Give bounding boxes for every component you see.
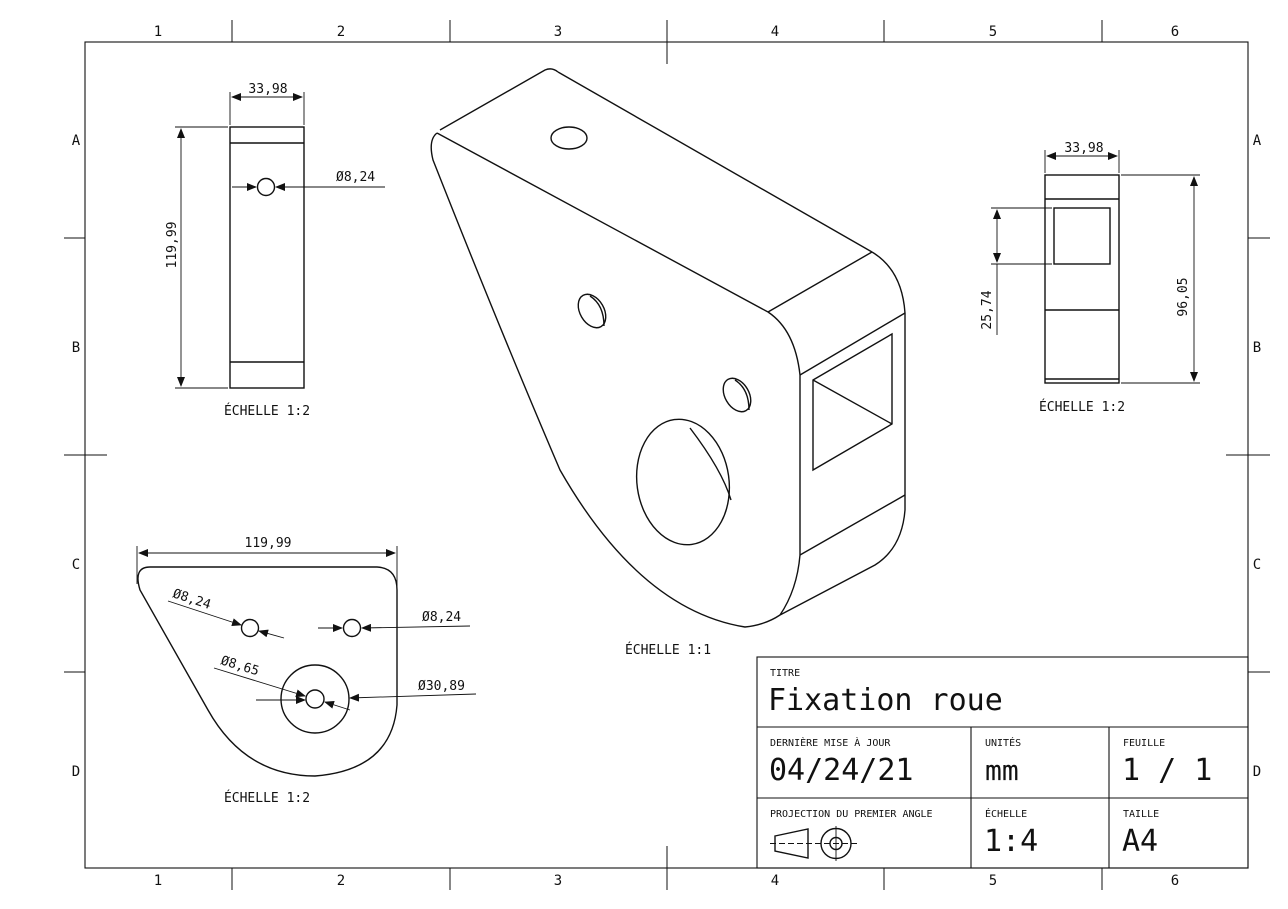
row-label-a-right: A: [1253, 133, 1262, 149]
side-view-scale: ÉCHELLE 1:2: [1039, 399, 1125, 415]
top-view: [136, 546, 477, 777]
scale-value: 1:4: [984, 824, 1038, 859]
units-value: mm: [985, 754, 1019, 787]
size-value: A4: [1122, 824, 1158, 859]
front-width-dim: 33,98: [248, 82, 287, 97]
side-view: [991, 150, 1200, 384]
col-label-4-bottom: 4: [771, 873, 779, 889]
col-label-1: 1: [154, 24, 162, 40]
col-label-3-bottom: 3: [554, 873, 562, 889]
first-angle-projection-icon: [770, 826, 858, 861]
front-height-dim: 119,99: [165, 222, 180, 269]
front-view-scale: ÉCHELLE 1:2: [224, 403, 310, 419]
top-circle-dim: Ø30,89: [418, 679, 465, 694]
col-label-1-bottom: 1: [154, 873, 162, 889]
top-width-dim: 119,99: [245, 536, 292, 551]
units-label: UNITÉS: [985, 736, 1021, 749]
scale-label: ÉCHELLE: [985, 807, 1027, 820]
front-hole-dim: Ø8,24: [336, 170, 375, 185]
top-hole-center-dim: Ø8,65: [219, 653, 261, 679]
side-width-dim: 33,98: [1064, 141, 1103, 156]
row-label-b: B: [72, 340, 80, 356]
top-view-scale: ÉCHELLE 1:2: [224, 790, 310, 806]
drawing-frame: [84, 41, 1249, 869]
row-label-b-right: B: [1253, 340, 1261, 356]
row-label-c: C: [72, 557, 80, 573]
col-label-5-bottom: 5: [989, 873, 997, 889]
col-label-6: 6: [1171, 24, 1179, 40]
updated-date: 04/24/21: [769, 753, 914, 788]
projection-label: PROJECTION DU PREMIER ANGLE: [770, 809, 933, 820]
sheet-value: 1 / 1: [1122, 753, 1212, 788]
col-label-5: 5: [989, 24, 997, 40]
drawing-title: Fixation roue: [768, 683, 1003, 718]
size-label: TAILLE: [1123, 809, 1159, 820]
row-label-d: D: [72, 764, 80, 780]
title-block: [756, 656, 1249, 869]
side-window-dim: 25,74: [980, 290, 995, 329]
col-label-4: 4: [771, 24, 779, 40]
title-label: TITRE: [770, 668, 800, 679]
row-label-c-right: C: [1253, 557, 1261, 573]
front-view: [175, 92, 385, 389]
row-label-d-right: D: [1253, 764, 1261, 780]
zone-ticks: [64, 20, 1270, 890]
sheet-label: FEUILLE: [1123, 738, 1165, 749]
iso-view-scale: ÉCHELLE 1:1: [625, 642, 711, 658]
col-label-6-bottom: 6: [1171, 873, 1179, 889]
row-label-a: A: [72, 133, 81, 149]
top-hole-right-dim: Ø8,24: [422, 610, 461, 625]
col-label-2-bottom: 2: [337, 873, 345, 889]
updated-label: DERNIÈRE MISE À JOUR: [770, 736, 891, 749]
col-label-2: 2: [337, 24, 345, 40]
col-label-3: 3: [554, 24, 562, 40]
isometric-view: [430, 68, 906, 628]
side-height-dim: 96,05: [1176, 277, 1191, 316]
